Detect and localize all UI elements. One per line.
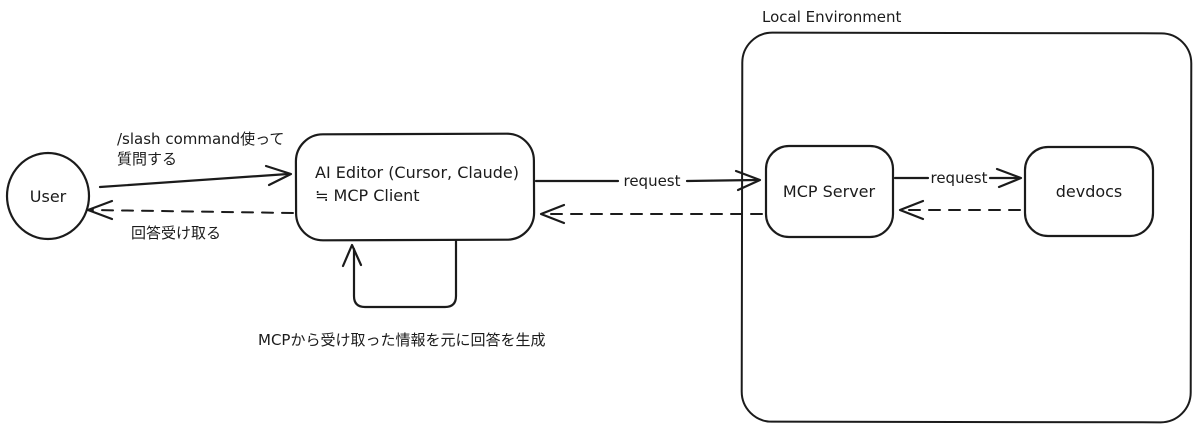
user-node — [5, 151, 91, 241]
mcp-server-node — [764, 144, 895, 239]
arrow-editor-to-server-head — [734, 169, 762, 192]
arrow-editor-to-user-head — [86, 199, 114, 221]
mcp-server-label: MCP Server — [783, 182, 876, 201]
local-environment-container — [740, 31, 1193, 424]
arrow-server-to-devdocs-head — [995, 167, 1023, 189]
ai-editor-node — [294, 132, 536, 242]
devdocs-node — [1023, 145, 1155, 238]
arrow-user-to-editor — [98, 172, 290, 189]
self-loop-arrow — [352, 239, 458, 309]
local-environment-label: Local Environment — [762, 8, 902, 26]
label-question: 質問する — [117, 150, 177, 168]
self-loop-arrow-head — [341, 243, 363, 268]
arrow-user-to-editor-head — [264, 164, 293, 187]
label-self-loop: MCPから受け取った情報を元に回答を生成 — [258, 331, 545, 349]
arrow-editor-to-user — [91, 209, 294, 214]
ai-editor-label-line1: AI Editor (Cursor, Claude) — [315, 163, 519, 182]
user-label: User — [30, 187, 67, 206]
arrow-server-to-editor-head — [539, 203, 566, 225]
label-request-2: request — [930, 169, 987, 187]
label-slash-command: /slash command使って — [117, 130, 284, 148]
arrow-devdocs-to-server-head — [898, 199, 925, 221]
devdocs-label: devdocs — [1056, 182, 1123, 201]
label-receive-answer: 回答受け取る — [131, 224, 221, 242]
ai-editor-label-line2: ≒ MCP Client — [315, 186, 420, 205]
arrow-editor-to-server-2 — [685, 178, 758, 183]
label-request-1: request — [623, 172, 680, 190]
